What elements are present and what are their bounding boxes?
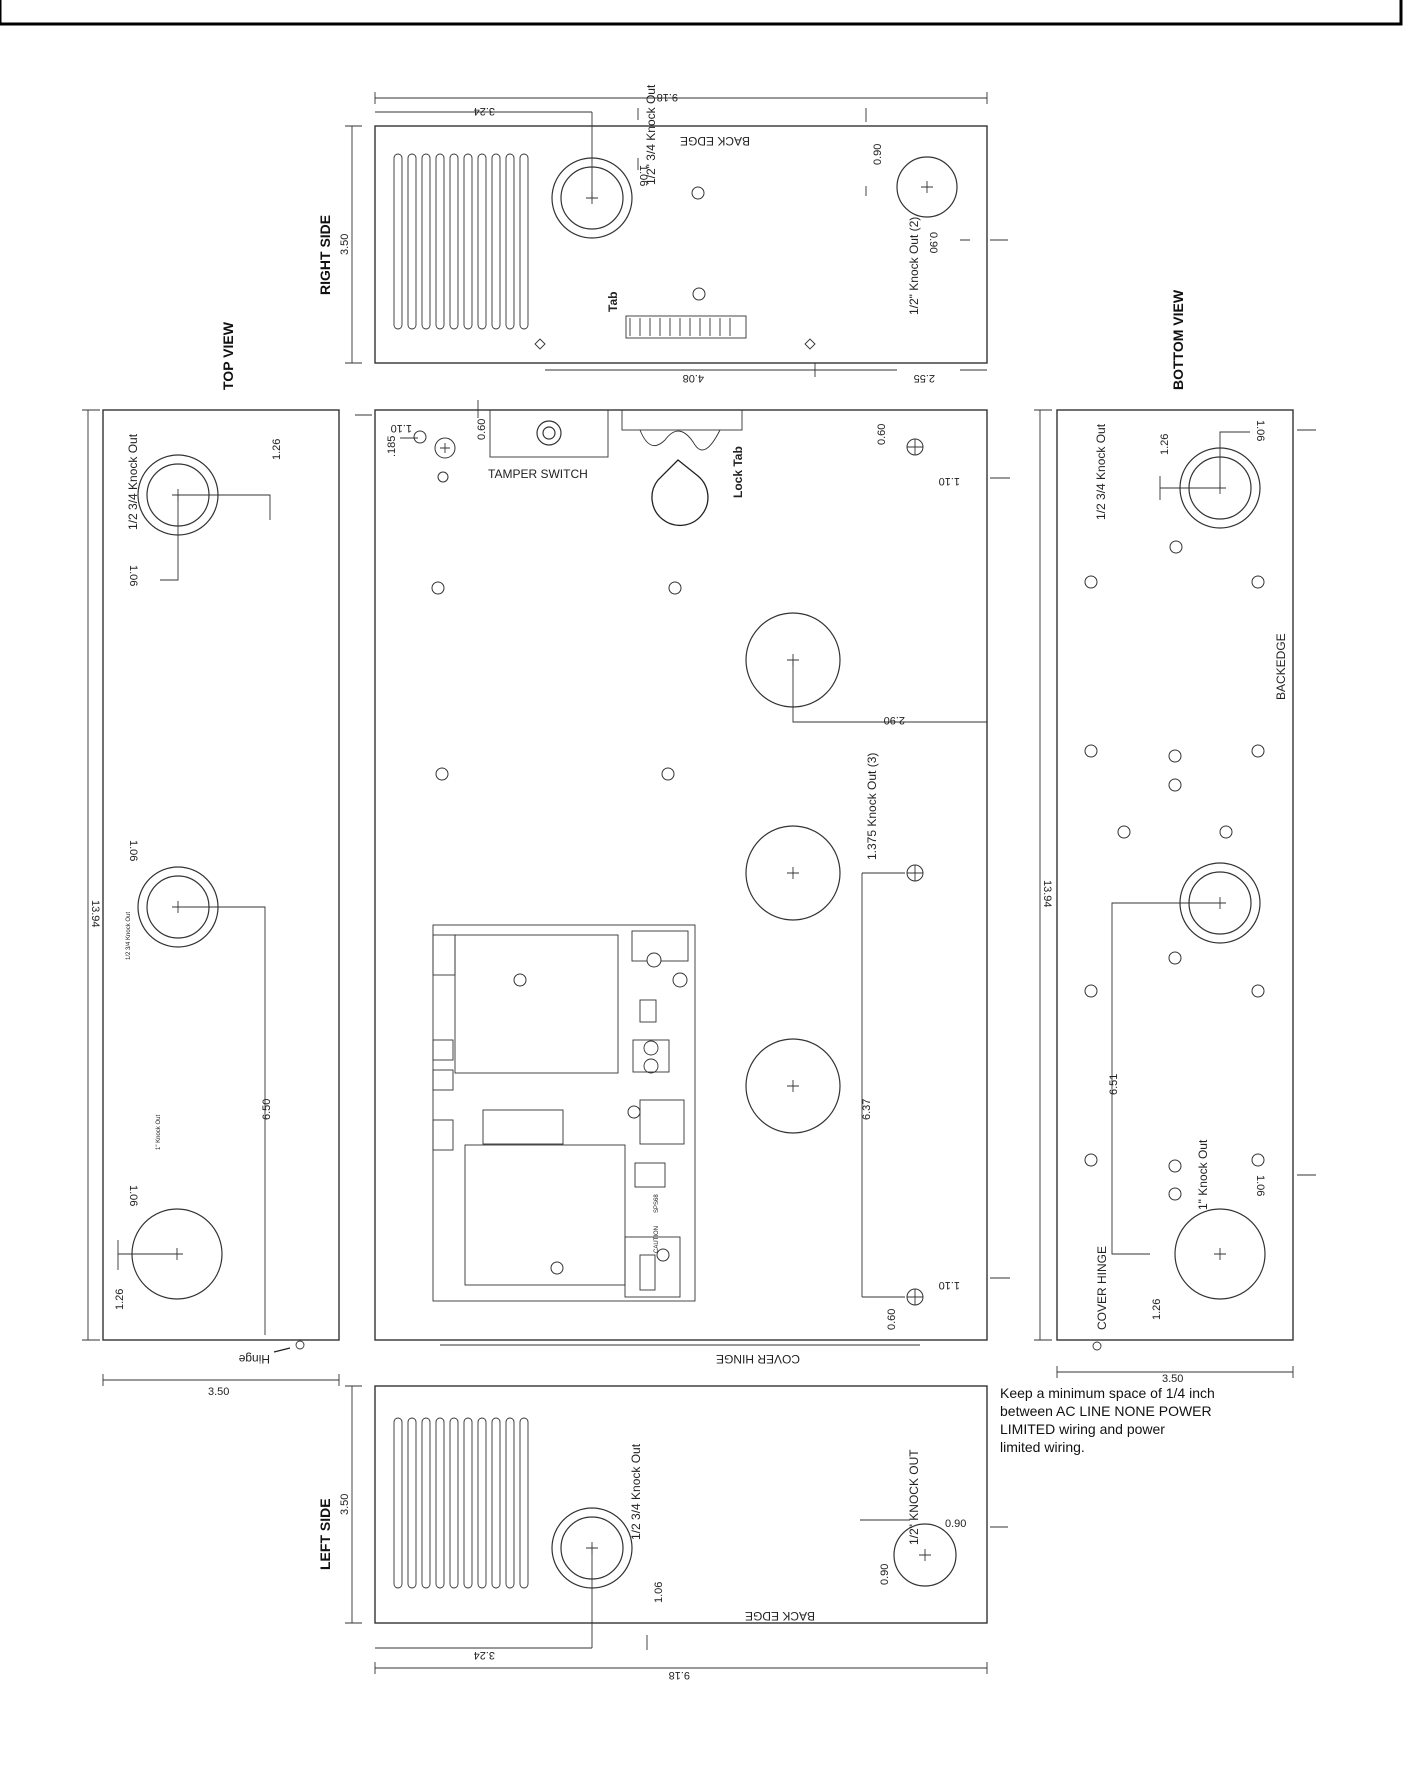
note-line-3: LIMITED wiring and power: [1000, 1421, 1165, 1437]
right-back-edge: BACK EDGE: [680, 134, 750, 148]
dim-right-408: 4.08: [683, 372, 704, 384]
dim-top-width: 3.50: [208, 1386, 229, 1398]
wiring-note: Keep a minimum space of 1/4 inch between…: [1000, 1385, 1215, 1455]
front-view: TAMPER SWITCH Lock Tab .185 1.10 0.60 2.…: [355, 400, 1010, 1366]
dim-left-width: 9.18: [669, 1669, 690, 1681]
dim-bottom-106-b: 1.06: [1254, 1175, 1266, 1196]
dim-front-110-c: 1.10: [939, 1279, 960, 1291]
dim-top-106-a: 1.06: [127, 565, 139, 586]
dim-185: .185: [386, 436, 398, 457]
tab-label: Tab: [606, 292, 620, 312]
power-supply-board: SPS68 CAUTION: [432, 924, 696, 1302]
dim-right-width: 9.18: [657, 91, 678, 103]
right-side-title: RIGHT SIDE: [317, 215, 333, 295]
note-line-2: between AC LINE NONE POWER: [1000, 1403, 1212, 1419]
top-tiny-label-a: 1/2 3/4 Knock Out: [126, 912, 132, 960]
dim-top-106-c: 1.06: [127, 1185, 139, 1206]
dim-left-height: 3.50: [339, 1494, 351, 1515]
bottom-ko-label: 1/2 3/4 Knock Out: [1094, 423, 1108, 520]
right-ko2-label: 1/2" Knock Out (2): [907, 217, 921, 315]
board-caution-label: CAUTION: [654, 1226, 660, 1253]
left-ko-label: 1/2 3/4 Knock Out: [629, 1443, 643, 1540]
dim-bottom-106-a: 1.06: [1254, 420, 1266, 441]
lock-tab-shape: [651, 459, 709, 527]
front-ko-label: 1.375 Knock Out (3): [865, 753, 879, 860]
left-side-title: LEFT SIDE: [317, 1498, 333, 1570]
dim-right-324: 3.24: [474, 105, 495, 117]
dim-bottom-126-a: 1.26: [1159, 434, 1171, 455]
dim-right-255: 2.55: [914, 372, 935, 384]
dim-right-090-a: 0.90: [872, 144, 884, 165]
top-view-title: TOP VIEW: [220, 321, 236, 390]
left-back-edge: BACK EDGE: [745, 1609, 815, 1623]
bottom-view: 1.26 1.06 1/2 3/4 Knock Out BACKEDGE 13.…: [1034, 289, 1316, 1385]
dim-front-060-a: 0.60: [476, 419, 488, 440]
dim-bottom-651: 6.51: [1108, 1074, 1120, 1095]
note-line-1: Keep a minimum space of 1/4 inch: [1000, 1385, 1215, 1401]
top-ko-label: 1/2 3/4 Knock Out: [126, 433, 140, 530]
lock-tab-label: Lock Tab: [731, 446, 745, 498]
dim-left-090-b: 0.90: [879, 1564, 891, 1585]
right-side-tab: [625, 315, 747, 339]
dim-front-110-b: 1.10: [939, 475, 960, 487]
dim-left-090-a: 0.90: [945, 1518, 966, 1530]
front-cover-hinge: COVER HINGE: [716, 1352, 800, 1366]
tamper-switch-label: TAMPER SWITCH: [488, 467, 588, 481]
bottom-ko1-label: 1" Knock Out: [1196, 1139, 1210, 1210]
top-hinge-label: Hinge: [238, 1352, 270, 1366]
right-side-vent-slots: [393, 153, 529, 330]
left-side-panel: [374, 1385, 988, 1624]
top-tiny-label-b: 1" Knock Out: [156, 1115, 162, 1150]
dim-top-1394: 13.94: [89, 900, 101, 928]
dim-front-290: 2.90: [884, 714, 905, 726]
dim-front-060-b: 0.60: [876, 424, 888, 445]
bottom-cover-hinge: COVER HINGE: [1095, 1246, 1109, 1330]
dim-left-324: 3.24: [474, 1649, 495, 1661]
right-side-panel: [374, 125, 988, 364]
top-view-panel: [102, 409, 340, 1341]
dim-right-090-b: 0.90: [927, 232, 939, 253]
page-frame: [0, 0, 1403, 26]
dim-right-106: 1.06: [637, 165, 649, 186]
right-side-view: Tab 9.18 3.24 3.50 1.06 1/2" 3/4 Knock O…: [317, 84, 1008, 384]
dim-front-637: 6.37: [861, 1099, 873, 1120]
front-panel: [374, 409, 988, 1341]
left-side-vent-slots: [393, 1417, 529, 1589]
dim-bottom-126-b: 1.26: [1151, 1299, 1163, 1320]
board-model-label: SPS68: [654, 1194, 660, 1213]
left-ko-caps-label: 1/2" KNOCK OUT: [907, 1449, 921, 1545]
dim-front-110-a: 1.10: [391, 422, 412, 434]
dim-top-106-b: 1.06: [127, 840, 139, 861]
top-view: 1.26 1.06 1/2 3/4 Knock Out 13.94 6.50 1…: [82, 321, 340, 1398]
bottom-back-edge: BACKEDGE: [1274, 633, 1288, 700]
dim-top-126-a: 1.26: [271, 439, 283, 460]
note-line-4: limited wiring.: [1000, 1439, 1085, 1455]
dim-right-height: 3.50: [339, 234, 351, 255]
bottom-view-title: BOTTOM VIEW: [1170, 289, 1186, 390]
bottom-view-panel: [1056, 409, 1294, 1341]
left-side-view: 1/2 3/4 Knock Out 1/2" KNOCK OUT 0.90 0.…: [317, 1385, 1008, 1681]
dim-bottom-1394: 13.94: [1041, 880, 1053, 908]
dim-front-060-c: 0.60: [886, 1309, 898, 1330]
dim-left-106: 1.06: [653, 1582, 665, 1603]
dim-top-650: 6.50: [261, 1099, 273, 1120]
tamper-switch-block: [489, 409, 609, 458]
right-ko-label: 1/2" 3/4 Knock Out: [644, 84, 658, 185]
dim-top-126-b: 1.26: [114, 1289, 126, 1310]
dim-bottom-width: 3.50: [1162, 1373, 1183, 1385]
